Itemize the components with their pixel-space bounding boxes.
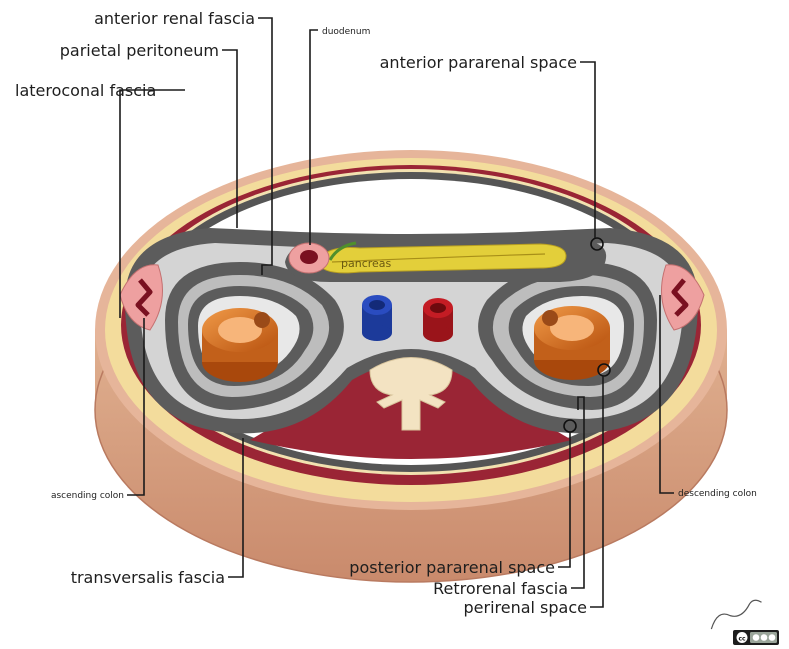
label-retrorenal-fascia: Retrorenal fascia	[433, 579, 568, 598]
label-perirenal-space: perirenal space	[463, 598, 587, 617]
label-anterior-renal-fascia: anterior renal fascia	[94, 9, 255, 28]
artist-signature	[707, 598, 765, 629]
label-ascending-colon: ascending colon	[51, 491, 124, 501]
label-pancreas: pancreas	[341, 257, 392, 270]
svg-text:cc: cc	[738, 636, 746, 643]
license-badge: cc	[733, 630, 779, 645]
label-posterior-pararenal-space: posterior pararenal space	[349, 558, 555, 577]
duodenum-shape	[289, 243, 329, 273]
label-anterior-pararenal-space: anterior pararenal space	[380, 53, 577, 72]
label-transversalis-fascia: transversalis fascia	[71, 568, 225, 587]
label-descending-colon: descending colon	[678, 489, 757, 499]
label-parietal-peritoneum: parietal peritoneum	[60, 41, 219, 60]
left-kidney	[202, 308, 278, 382]
label-duodenum: duodenum	[322, 27, 370, 37]
label-lateroconal-fascia: lateroconal fascia	[15, 81, 156, 100]
aorta	[423, 298, 453, 342]
ivc	[362, 295, 392, 341]
